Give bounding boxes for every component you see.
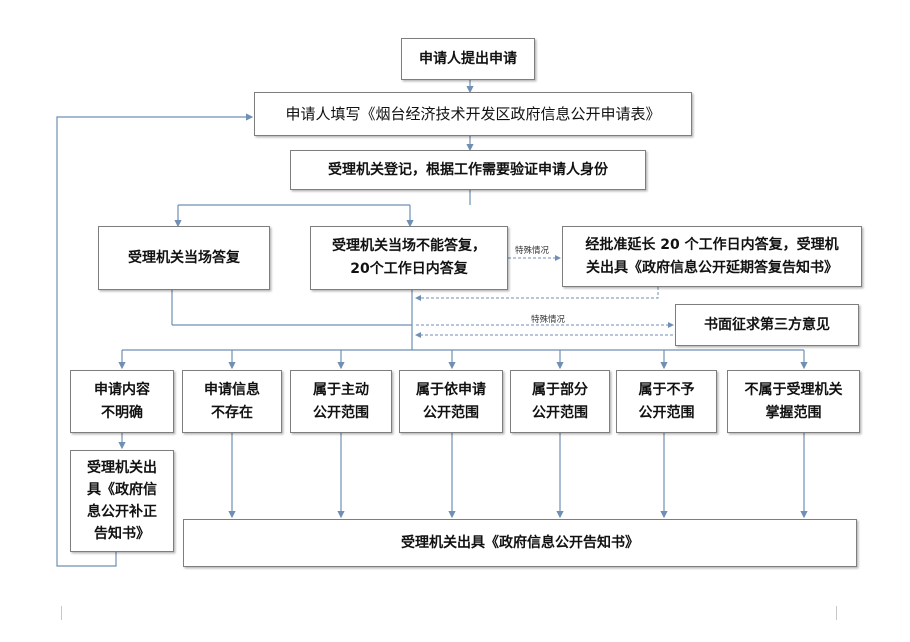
- node-not-exist: 申请信息 不存在: [182, 370, 282, 433]
- node-third-party: 书面征求第三方意见: [675, 304, 859, 346]
- label-special-2: 特殊情况: [531, 315, 566, 325]
- node-supplement: 受理机关出 具《政府信 息公开补正 告知书》: [70, 450, 174, 552]
- page-mark-left: [61, 606, 62, 620]
- node-reply-20days: 受理机关当场不能答复， 20个工作日内答复: [310, 226, 508, 290]
- node-extend: 经批准延长 20 个工作日内答复，受理机 关出具《政府信息公开延期答复告知书》: [562, 226, 862, 287]
- node-fill-form: 申请人填写《烟台经济技术开发区政府信息公开申请表》: [254, 92, 692, 136]
- node-on-request: 属于依申请 公开范围: [399, 370, 503, 433]
- node-register: 受理机关登记，根据工作需要验证申请人身份: [290, 150, 646, 190]
- node-reply-onsite: 受理机关当场答复: [98, 226, 270, 290]
- line-feedback-loop: [56, 113, 254, 567]
- label-special-1: 特殊情况: [515, 246, 550, 256]
- node-partial: 属于部分 公开范围: [510, 370, 610, 433]
- node-unclear: 申请内容 不明确: [70, 370, 174, 433]
- node-notice: 受理机关出具《政府信息公开告知书》: [183, 519, 857, 567]
- dashed-extend-return: [415, 287, 659, 301]
- page-mark-right: [836, 606, 837, 620]
- node-not-in-scope: 不属于受理机关 掌握范围: [727, 370, 860, 433]
- node-not-public: 属于不予 公开范围: [616, 370, 717, 433]
- node-apply: 申请人提出申请: [401, 38, 535, 80]
- node-proactive: 属于主动 公开范围: [290, 370, 392, 433]
